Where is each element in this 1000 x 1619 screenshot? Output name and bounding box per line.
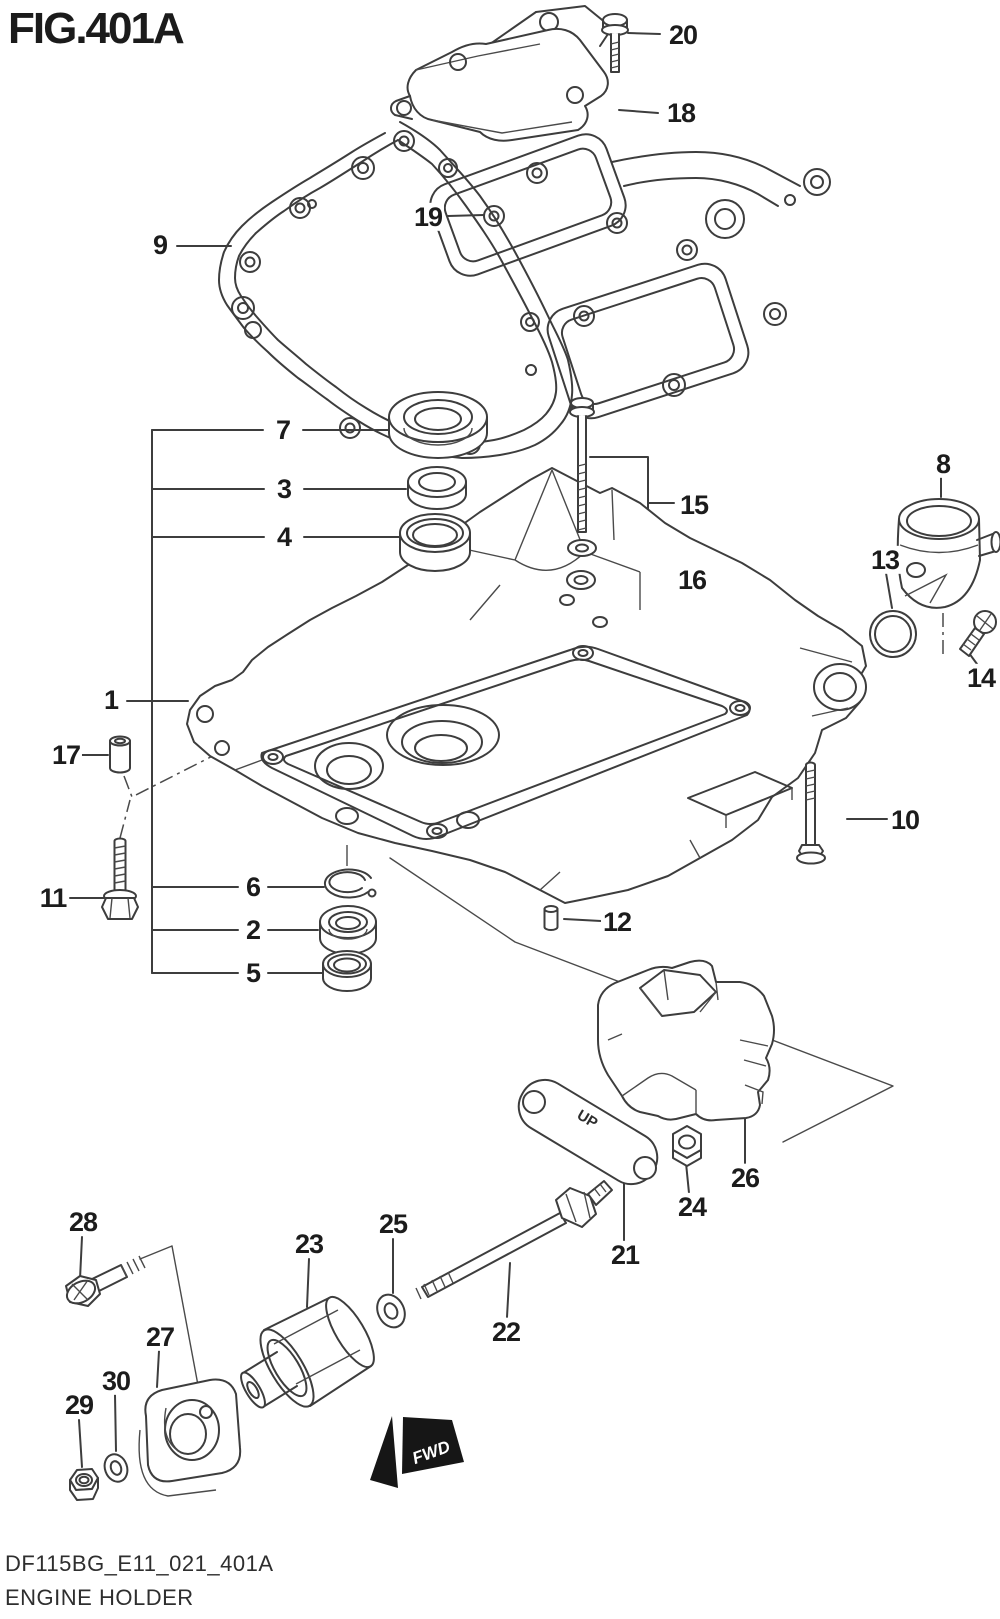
part-label-10: 10 xyxy=(888,804,922,835)
washer-25-drawing xyxy=(372,1290,410,1332)
part-label-20: 20 xyxy=(666,19,700,50)
dowel-pin-17-drawing xyxy=(110,737,130,773)
part-label-14: 14 xyxy=(964,662,998,693)
top-cover-18-drawing xyxy=(391,6,612,141)
part-label-23: 23 xyxy=(292,1228,326,1259)
part-label-11: 11 xyxy=(37,882,69,913)
washer-16-drawing xyxy=(567,571,595,589)
nut-24-drawing xyxy=(673,1126,701,1166)
part-label-4: 4 xyxy=(274,521,294,552)
part-label-21: 21 xyxy=(608,1239,642,1270)
part-label-24: 24 xyxy=(675,1191,709,1222)
water-tube-8-drawing xyxy=(898,499,1000,608)
part-label-25: 25 xyxy=(376,1208,410,1239)
bolt-28-drawing xyxy=(63,1256,145,1308)
bolt-10-drawing xyxy=(797,763,825,864)
bolt-15-drawing xyxy=(568,398,596,556)
drawing-title: ENGINE HOLDER xyxy=(5,1585,194,1610)
upper-mount-26-drawing xyxy=(598,961,774,1121)
part-label-1: 1 xyxy=(101,684,121,715)
part-label-3: 3 xyxy=(274,473,294,504)
part-label-5: 5 xyxy=(243,957,263,988)
part-label-12: 12 xyxy=(600,906,634,937)
seal-3-drawing xyxy=(408,467,466,509)
bolt-20-drawing xyxy=(602,14,628,72)
part-label-22: 22 xyxy=(489,1316,523,1347)
part-label-19: 19 xyxy=(411,201,445,232)
part-label-18: 18 xyxy=(664,97,698,128)
part-label-6: 6 xyxy=(243,871,263,902)
rod-22-drawing xyxy=(416,1181,612,1299)
part-label-9: 9 xyxy=(150,229,170,260)
washer-30-drawing xyxy=(101,1451,131,1485)
part-label-15: 15 xyxy=(677,489,711,520)
up-plate-21-drawing: UP xyxy=(509,1071,666,1194)
pin-12-drawing xyxy=(545,906,558,930)
part-label-28: 28 xyxy=(66,1206,100,1237)
mount-housing-27-drawing xyxy=(139,1380,240,1496)
part-label-8: 8 xyxy=(933,448,953,479)
snap-ring-6-drawing xyxy=(325,870,376,898)
drawing-code: DF115BG_E11_021_401A xyxy=(5,1551,274,1576)
bolt-11-drawing xyxy=(102,839,138,920)
bolt-14-drawing xyxy=(960,611,996,656)
figure-title: FIG.401A xyxy=(8,4,185,53)
seal-5-drawing xyxy=(323,951,371,991)
part-label-7: 7 xyxy=(273,414,293,445)
bearing-2-drawing xyxy=(320,906,376,954)
bearing-7-drawing xyxy=(389,392,487,458)
gasket-19-drawing xyxy=(424,128,830,424)
part-label-29: 29 xyxy=(62,1389,96,1420)
nut-29-drawing xyxy=(70,1469,98,1500)
part-label-16: 16 xyxy=(675,564,709,595)
mount-damper-23-drawing xyxy=(237,1291,383,1414)
fwd-arrow: FWD xyxy=(370,1416,464,1488)
part-label-27: 27 xyxy=(143,1321,177,1352)
part-label-13: 13 xyxy=(868,544,902,575)
part-label-17: 17 xyxy=(49,739,83,770)
part-label-26: 26 xyxy=(728,1162,762,1193)
part-label-2: 2 xyxy=(243,914,263,945)
o-ring-13-drawing xyxy=(870,611,916,657)
part-label-30: 30 xyxy=(99,1365,133,1396)
seal-4-drawing xyxy=(400,514,470,571)
